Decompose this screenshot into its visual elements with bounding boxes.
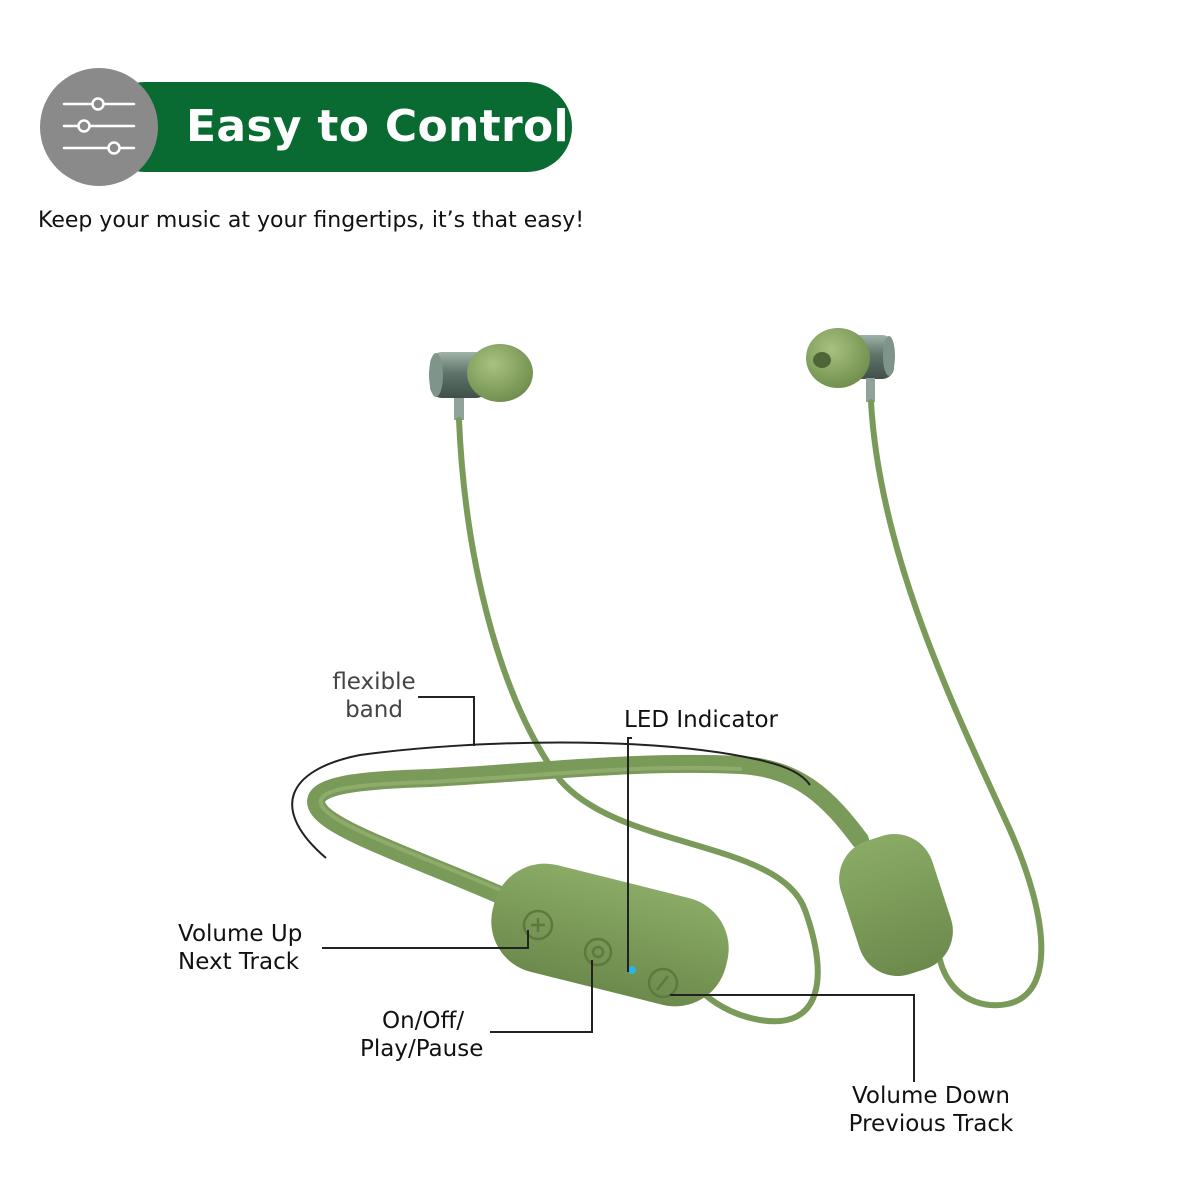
flexible-band-line1: flexible (332, 669, 416, 695)
flexible-band-label: flexible band (326, 668, 422, 724)
right-pod (839, 833, 953, 977)
flexible-band-line2: band (345, 697, 403, 723)
led-dot (628, 966, 636, 974)
header-badge: Easy to Control (40, 68, 572, 186)
led-indicator-label: LED Indicator (624, 707, 779, 733)
subtitle: Keep your music at your fingertips, it’s… (38, 208, 585, 233)
sliders-icon (40, 68, 158, 186)
volume-up-line2: Next Track (178, 949, 300, 975)
header-pill (100, 82, 572, 172)
right-earbud (806, 328, 895, 402)
volume-down-line1: Volume Down (851, 1083, 1011, 1109)
page-title: Easy to Control (186, 101, 569, 152)
on-off-label: On/Off/ Play/Pause (360, 1007, 483, 1063)
volume-up-label: Volume Up Next Track (178, 920, 302, 976)
neckband (307, 754, 869, 904)
callout-lines (291, 696, 915, 1082)
volume-up-line1: Volume Up (178, 921, 303, 947)
left-earbud (429, 344, 533, 420)
volume-down-label: Volume Down Previous Track (836, 1082, 1026, 1138)
on-off-line2: Play/Pause (360, 1036, 484, 1062)
volume-down-line2: Previous Track (848, 1111, 1014, 1137)
on-off-line1: On/Off/ (382, 1008, 465, 1034)
earbud-cables (456, 399, 1045, 1025)
control-pod (491, 863, 729, 1007)
